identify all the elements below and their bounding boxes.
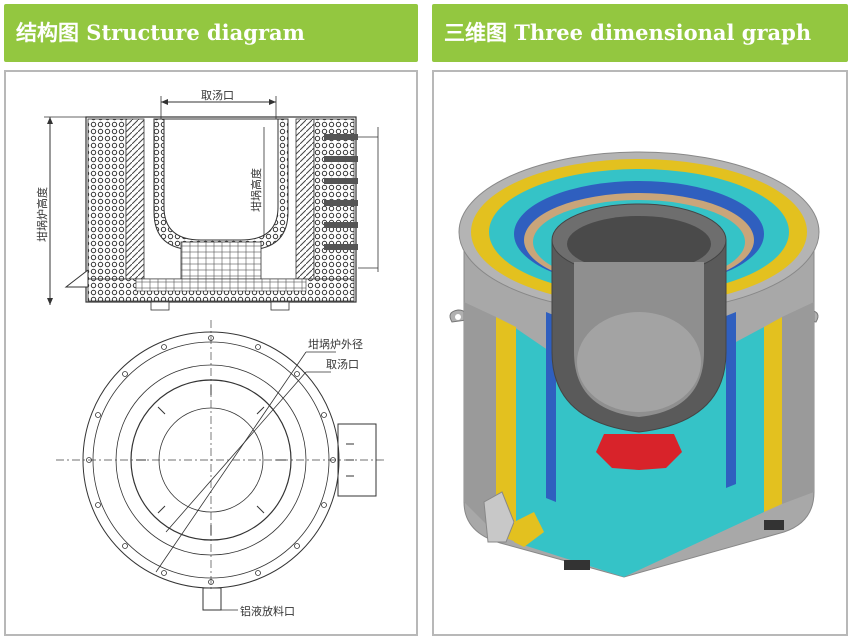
- structure-diagram-header: 结构图 Structure diagram: [4, 4, 418, 62]
- pour-opening-label: 取汤口: [201, 88, 234, 102]
- coil-terminals: [324, 127, 379, 272]
- structure-diagram-panel: 取汤口 坩埚炉高度 坩埚高度: [4, 70, 418, 636]
- elevation-view: 取汤口 坩埚炉高度 坩埚高度: [35, 88, 379, 311]
- furnace-3d-render: [449, 151, 820, 578]
- structure-drawing: 取汤口 坩埚炉高度 坩埚高度: [35, 88, 386, 618]
- furnace-height-label: 坩埚炉高度: [35, 187, 49, 242]
- outer-diameter-label: 坩埚炉外径: [308, 337, 363, 351]
- three-dimensional-panel: [432, 70, 848, 636]
- plan-view: 坩埚炉外径 取汤口 铝液放料口: [56, 320, 386, 618]
- aluminum-drain-label: 铝液放料口: [240, 604, 295, 618]
- crucible-height-label: 坩埚高度: [249, 168, 263, 212]
- pour-opening-plan-label: 取汤口: [326, 357, 359, 371]
- three-dimensional-header: 三维图 Three dimensional graph: [432, 4, 848, 62]
- bolt-holes: [86, 335, 336, 585]
